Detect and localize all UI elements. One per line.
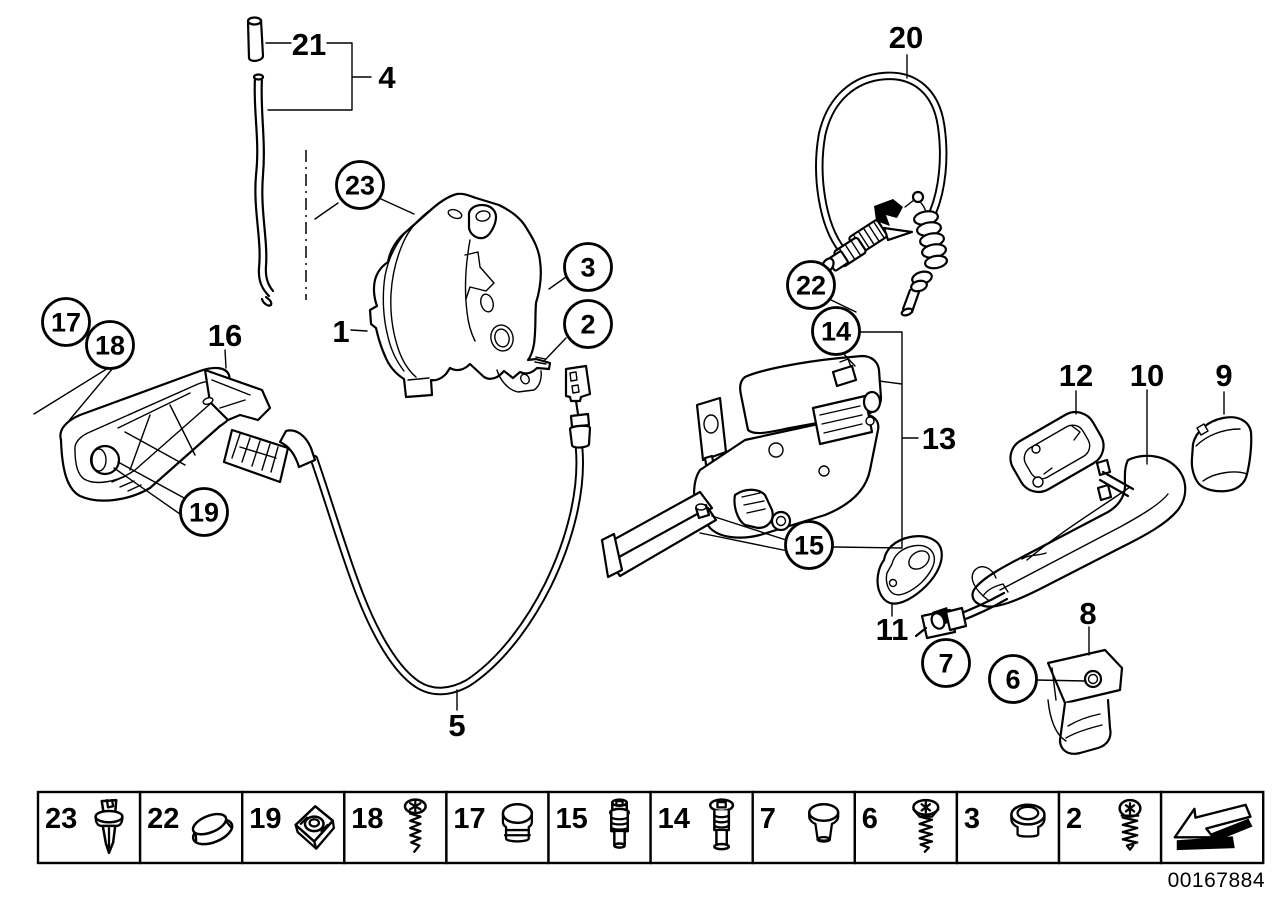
callout-23[interactable]: 23: [335, 160, 385, 210]
callout-label-5: 5: [448, 708, 465, 743]
outer-handle-drawing: [971, 454, 1187, 608]
handle-carrier-drawing: [600, 354, 883, 579]
legend-cell-15[interactable]: 15: [547, 790, 652, 865]
callout-label-1: 1: [332, 314, 349, 349]
label-bracket-21-4: [265, 42, 372, 111]
callout-label-10: 10: [1130, 358, 1164, 393]
legend-number-15: 15: [556, 803, 588, 835]
legend-cell-2[interactable]: 2: [1057, 790, 1163, 865]
handle-cap-drawing: [1190, 416, 1253, 493]
callout-label-15: 15: [794, 531, 824, 561]
door-bracket-drawing: [1046, 648, 1124, 755]
callout-label-8: 8: [1079, 596, 1096, 631]
interior-cable-drawing: [278, 364, 592, 696]
callout-22[interactable]: 22: [786, 260, 836, 310]
legend-cell-6[interactable]: 6: [853, 790, 959, 865]
callout-label-12: 12: [1059, 358, 1093, 393]
callout-15[interactable]: 15: [784, 520, 834, 570]
image-number: 00167884: [1167, 869, 1265, 892]
legend-number-14: 14: [658, 803, 690, 835]
callout-7[interactable]: 7: [921, 638, 971, 688]
callout-label-23: 23: [345, 171, 375, 201]
callout-13[interactable]: 13: [922, 421, 956, 456]
callout-6[interactable]: 6: [988, 654, 1038, 704]
callout-label-4: 4: [378, 60, 396, 95]
callout-9[interactable]: 9: [1215, 358, 1232, 393]
legend-nav-arrow-cell[interactable]: [1159, 790, 1265, 865]
legend-number-3: 3: [964, 803, 980, 835]
interior-handle-drawing: [59, 366, 290, 502]
callout-5[interactable]: 5: [448, 708, 465, 743]
callout-label-19: 19: [189, 498, 219, 528]
callout-label-6: 6: [1005, 665, 1020, 695]
callout-17[interactable]: 17: [41, 297, 91, 347]
legend-cell-14[interactable]: 14: [649, 790, 754, 865]
legend-number-18: 18: [351, 803, 383, 835]
legend-number-2: 2: [1066, 803, 1082, 835]
lock-rod-drawing: [246, 16, 275, 307]
legend-cell-22[interactable]: 22: [138, 790, 244, 865]
callout-21[interactable]: 21: [292, 27, 326, 62]
callout-16[interactable]: 16: [208, 318, 242, 353]
callout-label-22: 22: [796, 271, 826, 301]
callout-label-7: 7: [938, 649, 953, 679]
callout-label-14: 14: [821, 317, 851, 347]
callout-label-20: 20: [889, 20, 923, 55]
callout-label-21: 21: [292, 27, 326, 62]
release-cable-drawing: [815, 71, 948, 317]
callout-label-13: 13: [922, 421, 956, 456]
legend-number-6: 6: [862, 803, 878, 835]
legend-cell-19[interactable]: 19: [240, 790, 346, 865]
callout-10[interactable]: 10: [1130, 358, 1164, 393]
legend-number-7: 7: [760, 803, 776, 835]
callout-14[interactable]: 14: [811, 306, 861, 356]
callout-1[interactable]: 1: [332, 314, 349, 349]
legend-number-22: 22: [147, 803, 179, 835]
legend-cell-18[interactable]: 18: [343, 790, 448, 865]
callout-8[interactable]: 8: [1079, 596, 1096, 631]
callout-12[interactable]: 12: [1059, 358, 1093, 393]
legend-strip: 23 22 19 18 17 15 14 7 6 3 2: [36, 790, 1265, 865]
callout-18[interactable]: 18: [85, 320, 135, 370]
callout-20[interactable]: 20: [889, 20, 923, 55]
door-lock-drawing: [368, 192, 552, 399]
callout-4[interactable]: 4: [378, 60, 396, 95]
callout-19[interactable]: 19: [179, 487, 229, 537]
handle-gasket-drawing: [1009, 410, 1105, 494]
callout-label-18: 18: [95, 331, 125, 361]
callout-3[interactable]: 3: [563, 242, 613, 292]
legend-number-23: 23: [45, 803, 77, 835]
legend-number-19: 19: [249, 803, 281, 835]
callout-label-2: 2: [580, 310, 595, 340]
callout-11[interactable]: 11: [876, 612, 909, 647]
callout-label-9: 9: [1215, 358, 1232, 393]
leader-lines: [33, 54, 1225, 711]
legend-number-17: 17: [453, 803, 485, 835]
callout-label-11: 11: [876, 612, 909, 647]
callout-label-16: 16: [208, 318, 242, 353]
legend-cell-17[interactable]: 17: [445, 790, 550, 865]
legend-cell-7[interactable]: 7: [751, 790, 857, 865]
legend-cell-23[interactable]: 23: [36, 790, 142, 865]
callout-label-3: 3: [580, 253, 595, 283]
callout-label-17: 17: [51, 308, 81, 338]
handle-wire-drawing: [914, 566, 1009, 640]
legend-cell-3[interactable]: 3: [955, 790, 1061, 865]
seal-drawing: [876, 535, 943, 605]
callout-2[interactable]: 2: [563, 299, 613, 349]
